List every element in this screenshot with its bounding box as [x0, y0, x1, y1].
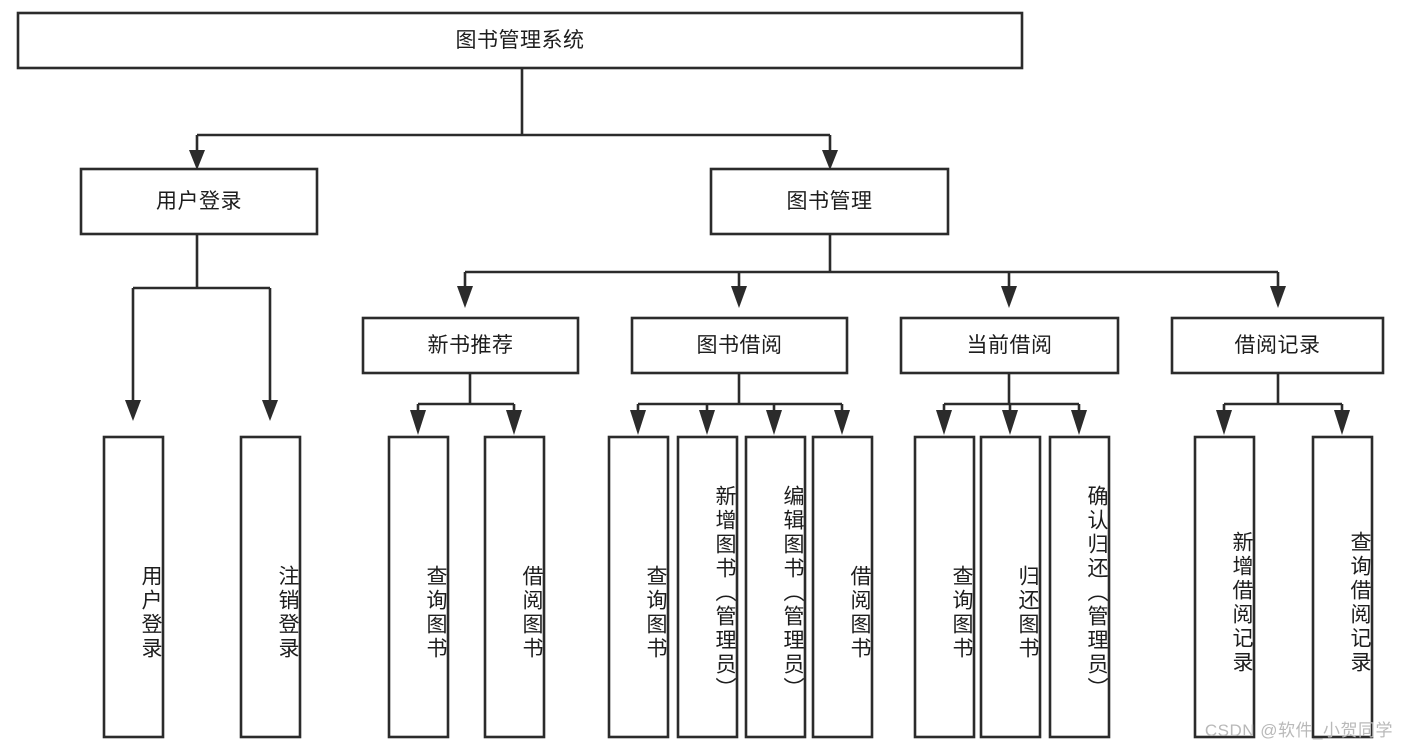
- arrow-icon: [1334, 410, 1350, 435]
- arrow-icon: [630, 410, 646, 435]
- arrow-icon: [936, 410, 952, 435]
- arrow-icon: [262, 400, 278, 421]
- node-box-leaf-add-record[interactable]: [1193, 435, 1256, 739]
- arrow-icon: [834, 410, 850, 435]
- node-box-leaf-query-record[interactable]: [1311, 435, 1374, 739]
- connector-bookborrow-to-leaves: [630, 373, 850, 435]
- node-box-user-login[interactable]: [79, 167, 319, 236]
- arrow-icon: [1270, 286, 1286, 308]
- arrow-icon: [731, 286, 747, 308]
- arrow-icon: [1001, 286, 1017, 308]
- arrow-icon: [189, 150, 205, 170]
- arrow-icon: [1071, 410, 1087, 435]
- arrow-icon: [1002, 410, 1018, 435]
- node-box-leaf-add-book[interactable]: [676, 435, 739, 739]
- node-box-leaf-query-book-3[interactable]: [913, 435, 976, 739]
- arrow-icon: [766, 410, 782, 435]
- node-box-root[interactable]: [16, 11, 1024, 70]
- node-box-book-management[interactable]: [709, 167, 950, 236]
- node-box-leaf-user-logout[interactable]: [239, 435, 302, 739]
- node-box-book-borrow[interactable]: [630, 316, 849, 375]
- node-box-leaf-borrow-book-2[interactable]: [811, 435, 874, 739]
- arrow-icon: [822, 150, 838, 170]
- watermark-text: CSDN @软件_小贺同学: [1204, 721, 1393, 740]
- node-box-leaf-edit-book[interactable]: [744, 435, 807, 739]
- node-box-current-borrow[interactable]: [899, 316, 1120, 375]
- connector-userlogin-to-leaves: [125, 234, 278, 421]
- node-box-new-book-recommend[interactable]: [361, 316, 580, 375]
- arrow-icon: [125, 400, 141, 421]
- node-box-leaf-return-book[interactable]: [979, 435, 1042, 739]
- node-box-borrow-record[interactable]: [1170, 316, 1385, 375]
- connector-currentborrow-to-leaves: [936, 373, 1087, 435]
- connector-borrowrecord-to-leaves: [1216, 373, 1350, 435]
- connector-bookmgmt-to-level2: [457, 234, 1286, 308]
- connector-newbook-to-leaves: [410, 373, 522, 435]
- node-box-leaf-user-login[interactable]: [102, 435, 165, 739]
- arrow-icon: [457, 286, 473, 308]
- node-box-leaf-confirm-return[interactable]: [1048, 435, 1111, 739]
- arrow-icon: [699, 410, 715, 435]
- arrow-icon: [506, 410, 522, 435]
- node-box-leaf-borrow-book-1[interactable]: [483, 435, 546, 739]
- arrow-icon: [410, 410, 426, 435]
- connector-root-to-level1: [189, 68, 838, 170]
- arrow-icon: [1216, 410, 1232, 435]
- node-box-leaf-query-book-2[interactable]: [607, 435, 670, 739]
- node-box-leaf-query-book-1[interactable]: [387, 435, 450, 739]
